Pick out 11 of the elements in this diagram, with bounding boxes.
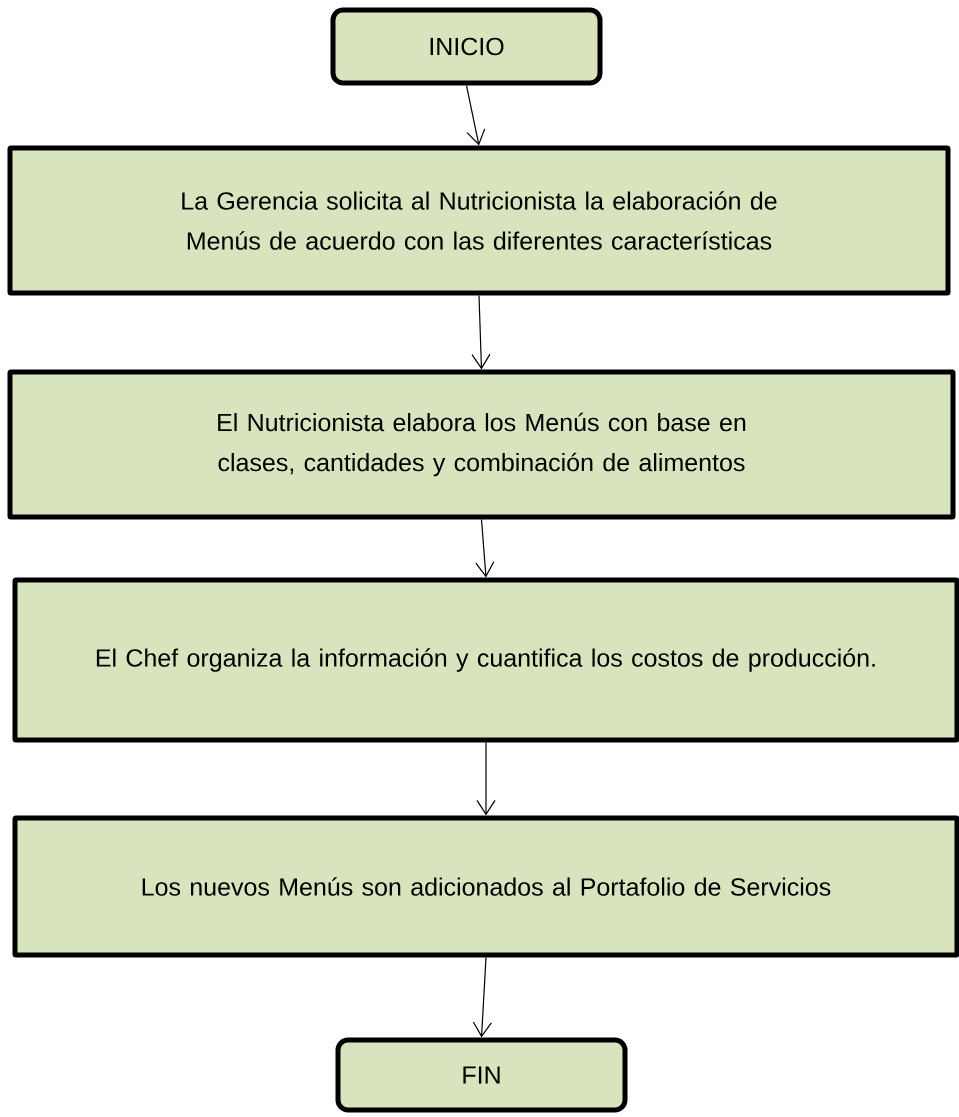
- arrow: [471, 294, 491, 370]
- terminal-box: INICIO: [330, 7, 603, 86]
- terminal-box: FIN: [335, 1037, 628, 1113]
- process-box: El Chef organiza la información y cuantifica los costos de producción.: [12, 577, 959, 743]
- process-box: Los nuevos Menús son adicionados al Portafolio de Servicios: [12, 815, 959, 958]
- arrow: [475, 518, 495, 578]
- process-box: La Gerencia solicita al Nutricionista la elaboración de Menús de acuerdo con las diferentes características: [7, 145, 951, 296]
- arrow: [476, 741, 496, 816]
- arrow: [472, 956, 492, 1038]
- process-box: El Nutricionista elabora los Menús con base en clases, cantidades y combinación de alimentos: [7, 369, 956, 520]
- arrow: [465, 84, 486, 146]
